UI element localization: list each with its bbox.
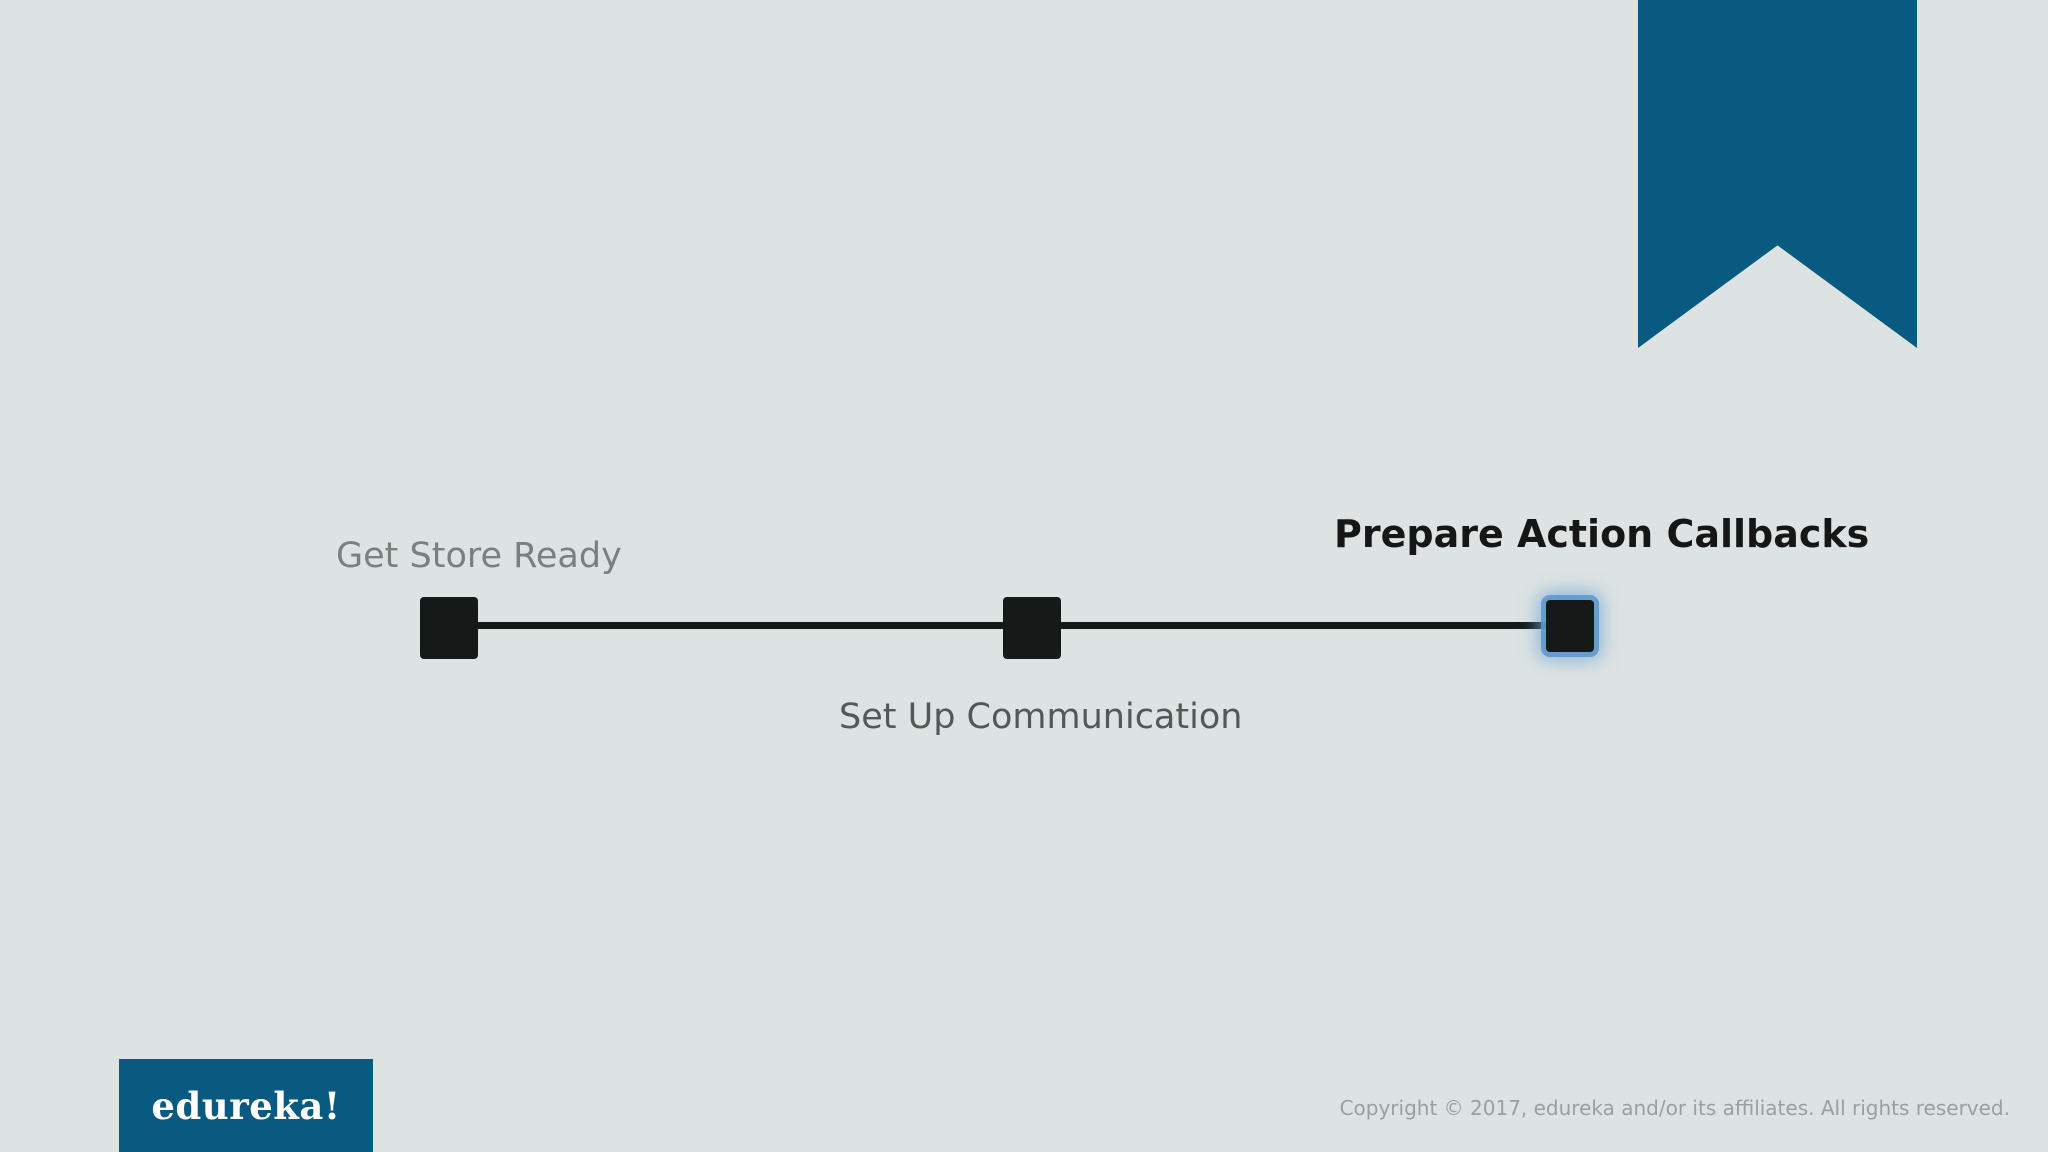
timeline-node-prepare-action-callbacks [1546, 600, 1594, 652]
timeline-node-get-store-ready [420, 597, 478, 659]
step-label-set-up-communication: Set Up Communication [839, 697, 1243, 737]
logo-text: edureka! [151, 1083, 341, 1128]
step-label-get-store-ready: Get Store Ready [336, 536, 622, 576]
step-label-prepare-action-callbacks: Prepare Action Callbacks [1334, 512, 1870, 556]
copyright-notice: Copyright © 2017, edureka and/or its aff… [1339, 1096, 2010, 1120]
timeline-node-set-up-communication [1003, 597, 1061, 659]
bookmark-ribbon [1638, 0, 1917, 348]
edureka-logo: edureka! [119, 1059, 373, 1152]
